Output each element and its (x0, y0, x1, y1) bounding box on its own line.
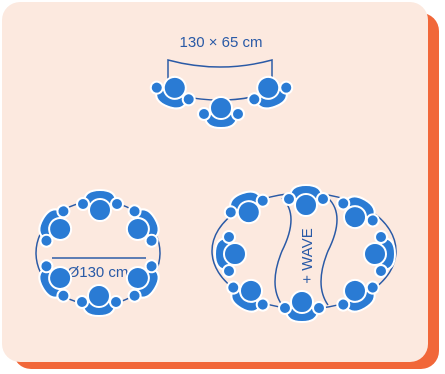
seat-icon (145, 68, 202, 116)
seat-icon (197, 96, 245, 129)
seat-icon (214, 230, 247, 278)
wave-table: + WAVE (211, 184, 397, 323)
rectangle-table-label: 130 × 65 cm (180, 34, 263, 51)
seat-icon (219, 184, 276, 232)
seat-icon (241, 68, 298, 116)
wave-table-label: + WAVE (299, 228, 316, 283)
wave-table-left-wave (274, 197, 292, 306)
seat-icon (30, 198, 83, 256)
round-table: Ø130 cm (30, 189, 168, 317)
seat-icon (76, 189, 124, 222)
wave-table-right-wave (320, 197, 338, 306)
round-table-label: Ø130 cm (68, 264, 129, 281)
seat-icon (278, 290, 326, 323)
seat-icon (75, 284, 123, 317)
rectangle-table: 130 × 65 cm (145, 34, 298, 129)
seat-icon (328, 268, 386, 321)
seat-icon (328, 187, 386, 240)
